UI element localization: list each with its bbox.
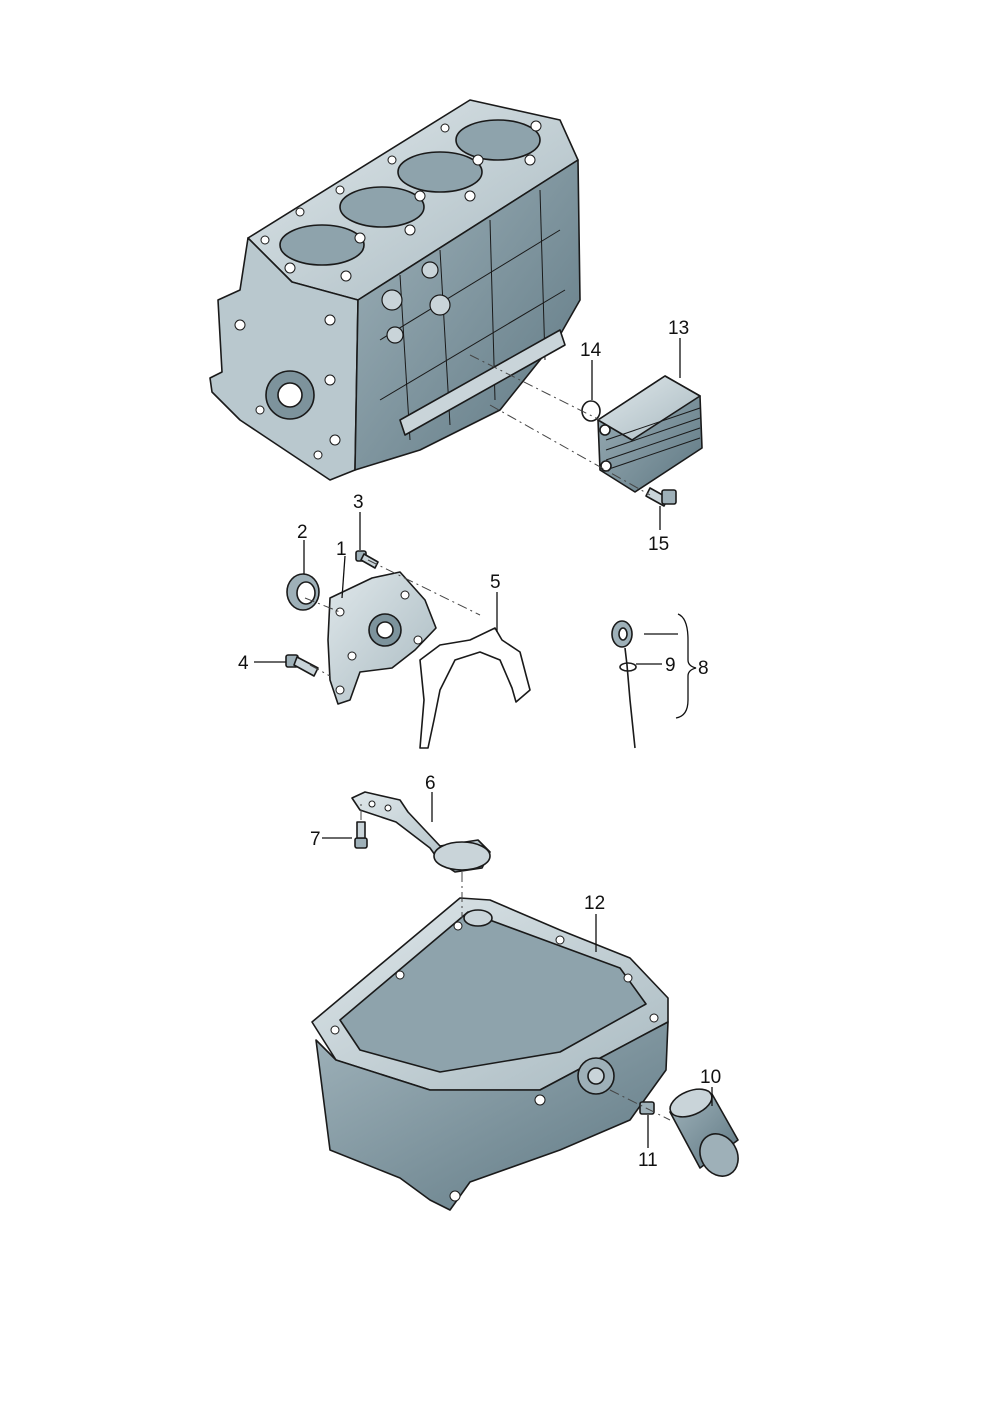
callout-11: 11 — [638, 1150, 658, 1171]
callout-10: 10 — [700, 1067, 721, 1088]
dipstick-assembly-bracket — [675, 613, 697, 719]
callout-labels: 1 2 3 4 5 6 7 8 9 10 11 12 13 14 15 — [238, 318, 721, 1171]
oil-pan — [311, 897, 669, 1211]
callout-2: 2 — [297, 522, 308, 543]
oil-cooler — [597, 375, 703, 493]
callout-12: 12 — [584, 893, 605, 914]
callout-3: 3 — [353, 492, 364, 513]
pickup-bolt — [354, 821, 368, 849]
assembly-lines — [304, 354, 671, 1121]
leader-lines — [254, 338, 713, 1148]
callout-8: 8 — [698, 658, 709, 679]
pump-gasket — [419, 627, 531, 749]
oil-pump — [327, 571, 437, 705]
callout-1: 1 — [336, 539, 347, 560]
oil-dipstick — [611, 620, 636, 749]
oil-filter — [669, 1088, 739, 1177]
callout-5: 5 — [490, 572, 501, 593]
callout-15: 15 — [648, 534, 669, 555]
pump-bolt-upper — [355, 550, 379, 569]
callout-9: 9 — [665, 655, 676, 676]
oil-pickup-tube — [351, 791, 491, 873]
callout-13: 13 — [668, 318, 689, 339]
cooler-o-ring-seal — [581, 400, 601, 422]
callout-6: 6 — [425, 773, 436, 794]
engine-block — [209, 99, 581, 481]
callout-4: 4 — [238, 653, 249, 674]
pump-shaft-seal — [286, 573, 320, 611]
dipstick-o-ring — [619, 662, 637, 672]
callout-14: 14 — [580, 340, 602, 361]
pump-bolt-lower — [285, 654, 319, 677]
callout-7: 7 — [310, 829, 321, 850]
cooler-bolt — [645, 487, 677, 507]
